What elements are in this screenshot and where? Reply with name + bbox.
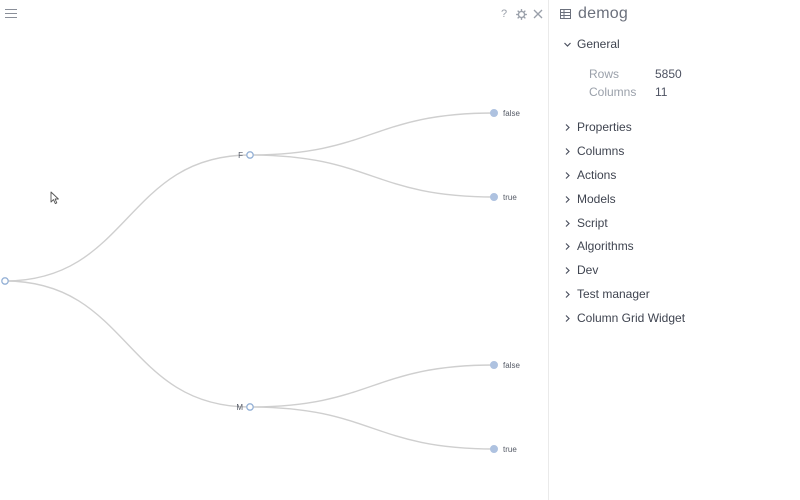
section-script[interactable]: Script (563, 216, 608, 230)
section-columns[interactable]: Columns (563, 144, 624, 158)
section-column-grid-widget[interactable]: Column Grid Widget (563, 311, 685, 325)
tree-leaf-label: false (503, 361, 520, 370)
section-label: Actions (577, 168, 617, 182)
section-properties[interactable]: Properties (563, 120, 632, 134)
tree-diagram: F M false true false true (1, 109, 520, 454)
section-label: Column Grid Widget (577, 311, 686, 325)
tree-leaf-node[interactable] (490, 193, 498, 201)
mouse-pointer-icon (50, 191, 60, 210)
tree-link-m-true (249, 406, 495, 450)
columns-label: Columns (589, 85, 637, 99)
tree-link-f-false (249, 112, 495, 156)
hamburger-icon[interactable] (5, 9, 17, 19)
section-label: General (577, 37, 620, 51)
section-label: Properties (577, 120, 632, 134)
section-models[interactable]: Models (563, 192, 616, 206)
tree-leaf-node[interactable] (490, 109, 498, 117)
chevron-down-icon (564, 42, 571, 47)
section-dev[interactable]: Dev (563, 263, 598, 277)
panel-title: demog (578, 5, 628, 22)
question-icon[interactable]: ? (500, 8, 508, 20)
section-label: Columns (577, 144, 625, 158)
tree-root-node[interactable] (1, 277, 9, 285)
chevron-right-icon (565, 219, 570, 227)
chevron-right-icon (565, 314, 570, 322)
chevron-right-icon (565, 147, 570, 155)
viewer-toolbar: ? (498, 7, 544, 21)
section-label: Test manager (577, 287, 650, 301)
property-panel: demog General Rows 5850 Columns 11 Prope… (549, 0, 800, 500)
panel-divider[interactable] (548, 0, 549, 500)
section-actions[interactable]: Actions (563, 168, 616, 182)
tree-leaf-label: true (503, 193, 517, 202)
section-general[interactable]: General (563, 37, 620, 51)
section-label: Script (577, 216, 608, 230)
chevron-right-icon (565, 242, 570, 250)
close-icon[interactable] (532, 7, 544, 21)
grid-icon (560, 9, 571, 19)
rows-value: 5850 (655, 67, 682, 81)
tree-viewer[interactable]: ? (0, 0, 548, 500)
chevron-right-icon (565, 195, 570, 203)
section-label: Algorithms (577, 239, 634, 253)
tree-node-m[interactable] (246, 403, 254, 411)
section-algorithms[interactable]: Algorithms (563, 239, 634, 253)
tree-link-root-m (4, 280, 251, 408)
tree-link-m-false (249, 364, 495, 408)
section-label: Models (577, 192, 616, 206)
tree-link-f-true (249, 154, 495, 198)
chevron-right-icon (565, 266, 570, 274)
tree-link-root-f (4, 154, 251, 282)
tree-leaf-label: true (503, 445, 517, 454)
chevron-right-icon (565, 290, 570, 298)
tree-node-label: M (236, 403, 243, 412)
section-label: Dev (577, 263, 599, 277)
tree-leaf-label: false (503, 109, 520, 118)
tree-leaf-node[interactable] (490, 445, 498, 453)
gear-icon[interactable] (515, 7, 527, 21)
section-test-manager[interactable]: Test manager (563, 287, 650, 301)
chevron-right-icon (565, 123, 570, 131)
panel-header: demog (560, 5, 628, 23)
columns-value: 11 (655, 85, 668, 99)
chevron-right-icon (565, 171, 570, 179)
rows-label: Rows (589, 67, 620, 81)
tree-node-label: F (238, 151, 243, 160)
tree-leaf-node[interactable] (490, 361, 498, 369)
tree-node-f[interactable] (246, 151, 254, 159)
